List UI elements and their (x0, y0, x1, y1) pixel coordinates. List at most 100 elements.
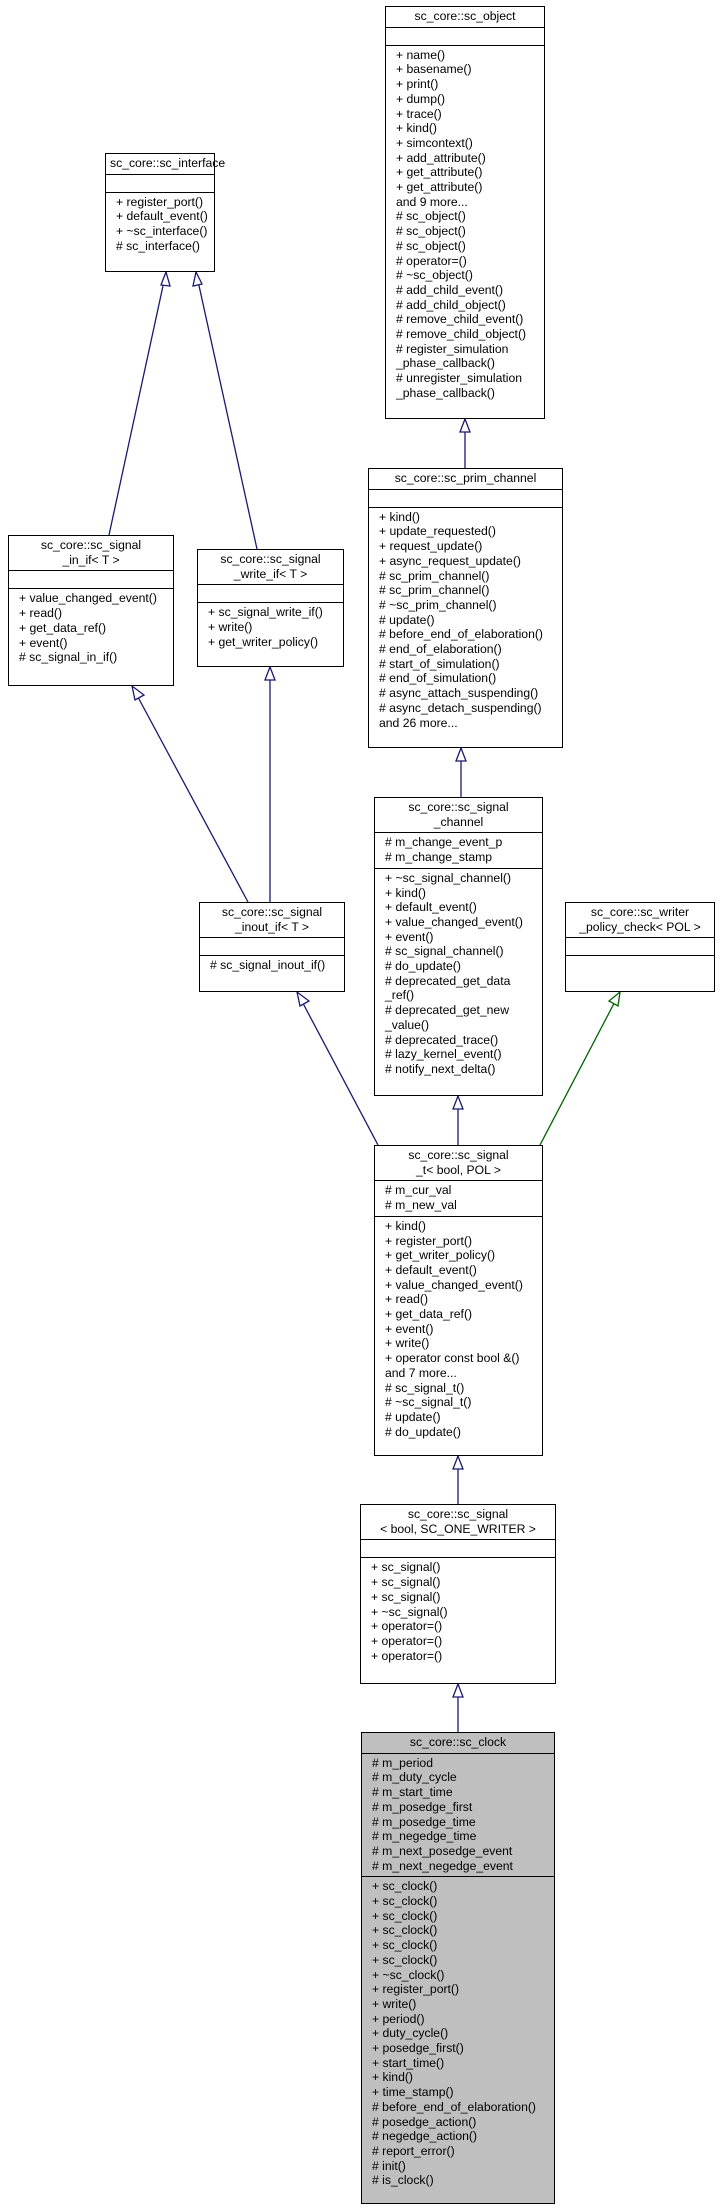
class-title-line: sc_core::sc_prim_channel (394, 471, 537, 485)
method-entry: + ~sc_signal_channel() (385, 870, 512, 885)
attribute-entry: # m_period (372, 1755, 433, 1770)
method-entry: + operator=() (371, 1633, 443, 1648)
node-sc-signal-t[interactable]: sc_core::sc_signal_t< bool, POL ># m_cur… (374, 1145, 543, 1456)
method-entry: + start_time() (372, 2055, 445, 2070)
class-title-line: sc_core::sc_clock (409, 1735, 507, 1749)
method-entry: and 26 more... (379, 715, 458, 730)
node-sc-signal-inout-if[interactable]: sc_core::sc_signal_inout_if< T ># sc_sig… (199, 902, 345, 992)
class-title: sc_core::sc_signal_inout_if< T > (200, 903, 344, 939)
method-entry: # report_error() (372, 2143, 455, 2158)
method-entry: + trace() (396, 106, 442, 121)
method-entry: + time_stamp() (372, 2085, 454, 2100)
node-sc-object[interactable]: sc_core::sc_object+ name()+ basename()+ … (385, 6, 545, 419)
node-sc-signal-channel[interactable]: sc_core::sc_signal_channel# m_change_eve… (374, 797, 543, 1096)
attribute-section (566, 938, 714, 957)
method-entry: + sc_clock() (372, 1908, 438, 1923)
edge-in-if-to-inout (131, 685, 249, 903)
method-section: # sc_signal_inout_if() (200, 956, 344, 976)
edge-inout-to-signal-t (296, 991, 379, 1146)
node-sc-interface[interactable]: sc_core::sc_interface+ register_port()+ … (105, 153, 225, 272)
class-title-line: sc_core::sc_writer (590, 905, 690, 919)
method-entry: # sc_signal_t() (385, 1380, 465, 1395)
method-entry: # do_update() (385, 959, 461, 974)
attribute-entry: # m_duty_cycle (372, 1770, 457, 1785)
method-section: + sc_clock()+ sc_clock()+ sc_clock()+ sc… (362, 1877, 554, 2191)
method-entry: + operator const bool &() (385, 1351, 520, 1366)
method-entry: # before_end_of_elaboration() (379, 627, 543, 642)
method-entry: + write() (385, 1336, 430, 1351)
method-entry: # sc_signal_channel() (385, 944, 504, 959)
method-entry: # posedge_action() (372, 2114, 477, 2129)
arrowhead-prim-channel (455, 746, 467, 762)
node-sc-clock[interactable]: sc_core::sc_clock# m_period# m_duty_cycl… (361, 1732, 555, 2204)
attribute-entry: # m_change_stamp (385, 850, 493, 865)
method-entry: # deprecated_get_new (385, 1003, 510, 1018)
method-entry: # ~sc_object() (396, 268, 473, 283)
method-entry: + simcontext() (396, 135, 473, 150)
method-section: + sc_signal()+ sc_signal()+ sc_signal()+… (361, 1558, 555, 1666)
method-entry: + ~sc_clock() (372, 1967, 445, 1982)
method-entry: # add_child_event() (396, 282, 504, 297)
method-section: + name()+ basename()+ print()+ dump()+ t… (386, 46, 544, 404)
arrowhead-signal-bool-clock (452, 1682, 464, 1698)
method-entry: + sc_signal() (371, 1560, 441, 1575)
method-entry: + posedge_first() (372, 2041, 464, 2056)
method-entry: + write() (372, 1996, 417, 2011)
method-entry: + register_port() (372, 1982, 460, 1997)
class-title-line: sc_core::sc_signal (221, 905, 323, 919)
method-entry: _ref() (385, 988, 415, 1003)
method-entry: + request_update() (379, 539, 483, 554)
method-section: + register_port()+ default_event()+ ~sc_… (106, 193, 214, 257)
method-entry: + operator=() (371, 1619, 443, 1634)
method-entry: + event() (385, 1321, 434, 1336)
method-entry: + update_requested() (379, 524, 496, 539)
method-entry: # end_of_elaboration() (379, 642, 502, 657)
attribute-section (9, 571, 173, 590)
method-entry: + sc_clock() (372, 1952, 438, 1967)
attribute-entry: # m_negedge_time (372, 1829, 477, 1844)
node-sc-signal-bool[interactable]: sc_core::sc_signal< bool, SC_ONE_WRITER … (360, 1504, 556, 1684)
method-entry: # sc_prim_channel() (379, 583, 490, 598)
method-section: + kind()+ update_requested()+ request_up… (369, 508, 562, 734)
attribute-entry: # m_posedge_time (372, 1814, 476, 1829)
node-sc-signal-write-if[interactable]: sc_core::sc_signal_write_if< T >+ sc_sig… (197, 549, 344, 667)
node-sc-prim-channel[interactable]: sc_core::sc_prim_channel+ kind()+ update… (368, 468, 563, 748)
attribute-section: # m_cur_val# m_new_val (375, 1181, 542, 1217)
arrowhead-signal-t-bool (452, 1454, 464, 1470)
class-title-line: _in_if< T > (62, 552, 120, 567)
method-entry: # negedge_action() (372, 2129, 478, 2144)
node-sc-writer-policy-check[interactable]: sc_core::sc_writer_policy_check< POL > (565, 902, 715, 992)
method-entry: + get_data_ref() (385, 1307, 473, 1322)
method-entry: + ~sc_signal() (371, 1604, 448, 1619)
method-entry: + operator=() (371, 1648, 443, 1663)
node-sc-signal-in-if[interactable]: sc_core::sc_signal_in_if< T >+ value_cha… (8, 535, 174, 686)
method-entry: # async_attach_suspending() (379, 686, 539, 701)
method-entry: + sc_signal() (371, 1575, 441, 1590)
class-title-line: _inout_if< T > (234, 919, 310, 934)
edge-interface-to-in-if (108, 271, 167, 536)
method-entry: # sc_signal_inout_if() (210, 958, 326, 973)
method-section: + ~sc_signal_channel()+ kind()+ default_… (375, 869, 542, 1080)
class-title: sc_core::sc_signal_in_if< T > (9, 536, 173, 572)
method-entry: + duty_cycle() (372, 2026, 449, 2041)
method-entry: # start_of_simulation() (379, 656, 500, 671)
method-entry: + get_writer_policy() (385, 1248, 496, 1263)
method-entry: + sc_clock() (372, 1879, 438, 1894)
class-title-line: _channel (433, 814, 484, 829)
arrowhead-inout-signal-t (296, 990, 311, 1007)
method-entry: # remove_child_event() (396, 312, 524, 327)
class-title-line: _policy_check< POL > (579, 919, 701, 934)
method-entry: # init() (372, 2158, 406, 2173)
class-title-line: sc_core::sc_signal (408, 800, 509, 814)
method-entry: # end_of_simulation() (379, 671, 497, 686)
method-entry: _value() (385, 1017, 430, 1032)
method-entry: + basename() (396, 62, 472, 77)
attribute-entry: # m_cur_val (385, 1183, 452, 1198)
attribute-section: # m_period# m_duty_cycle# m_start_time# … (362, 1754, 554, 1878)
method-entry: # do_update() (385, 1424, 461, 1439)
method-section: + kind()+ register_port()+ get_writer_po… (375, 1217, 542, 1443)
method-entry: + dump() (396, 91, 446, 106)
method-entry: + default_event() (116, 209, 208, 224)
method-entry: # sc_signal_in_if() (19, 650, 118, 665)
